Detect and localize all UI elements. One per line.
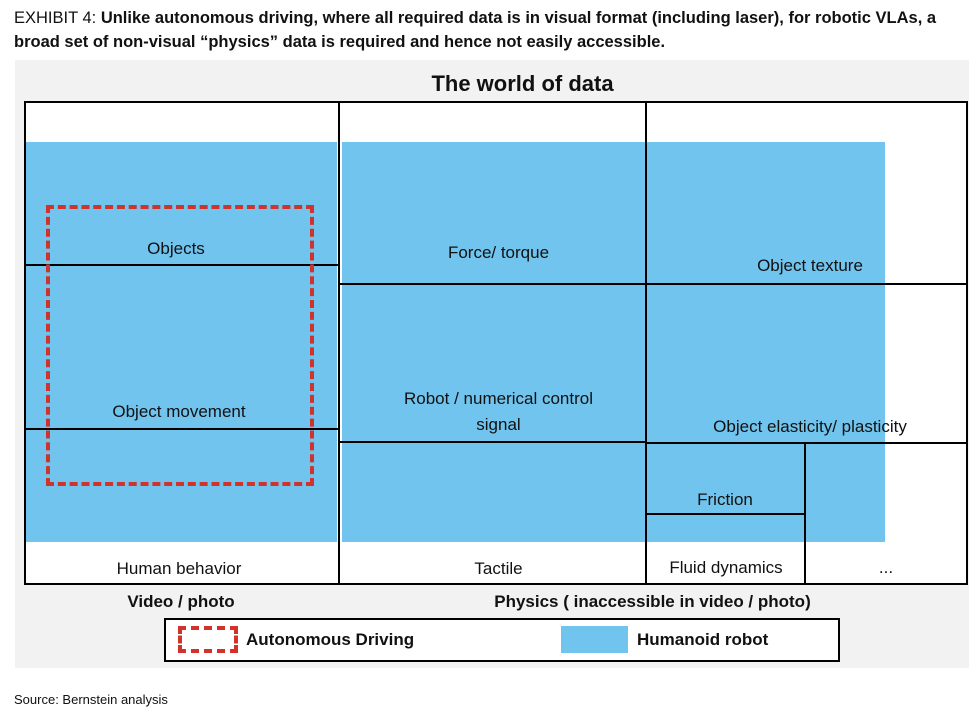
cell-fluid-dynamics: Fluid dynamics — [669, 558, 783, 577]
exhibit-caption: EXHIBIT 4: Unlike autonomous driving, wh… — [14, 6, 959, 54]
cell-friction: Friction — [697, 490, 753, 509]
cell-object-texture: Object texture — [757, 256, 863, 275]
cell-robot-signal-line1: Robot / numerical control — [404, 389, 593, 408]
exhibit-text: Unlike autonomous driving, where all req… — [14, 9, 937, 51]
source-note: Source: Bernstein analysis — [14, 692, 168, 707]
divider-elasticity — [646, 442, 966, 444]
legend-humanoid-swatch — [561, 626, 628, 653]
group-label-physics: Physics ( inaccessible in video / photo) — [494, 592, 811, 611]
divider-robot-signal — [340, 441, 646, 443]
group-label-video: Video / photo — [127, 592, 235, 611]
legend-humanoid-label: Humanoid robot — [637, 630, 769, 649]
cell-force-torque: Force/ torque — [447, 243, 550, 262]
legend-autonomous-swatch — [178, 626, 238, 653]
exhibit-label: EXHIBIT 4: — [14, 9, 101, 27]
divider-physics-columns — [645, 103, 647, 583]
legend — [164, 618, 840, 662]
divider-friction — [646, 513, 805, 515]
cell-tactile: Tactile — [474, 559, 523, 578]
legend-autonomous-label: Autonomous Driving — [246, 630, 415, 649]
cell-robot-signal-line2: signal — [476, 415, 521, 434]
cell-object-movement: Object movement — [112, 402, 246, 421]
humanoid-region-right — [342, 142, 885, 542]
divider-force-torque — [340, 283, 966, 285]
diagram-title: The world of data — [431, 71, 614, 96]
cell-object-elasticity: Object elasticity/ plasticity — [713, 417, 907, 436]
autonomous-driving-region — [46, 205, 314, 486]
cell-human-behavior: Human behavior — [116, 559, 242, 578]
cell-objects: Objects — [147, 239, 205, 258]
divider-object-movement — [26, 428, 339, 430]
divider-objects — [26, 264, 339, 266]
cell-ellipsis: ... — [878, 558, 894, 577]
